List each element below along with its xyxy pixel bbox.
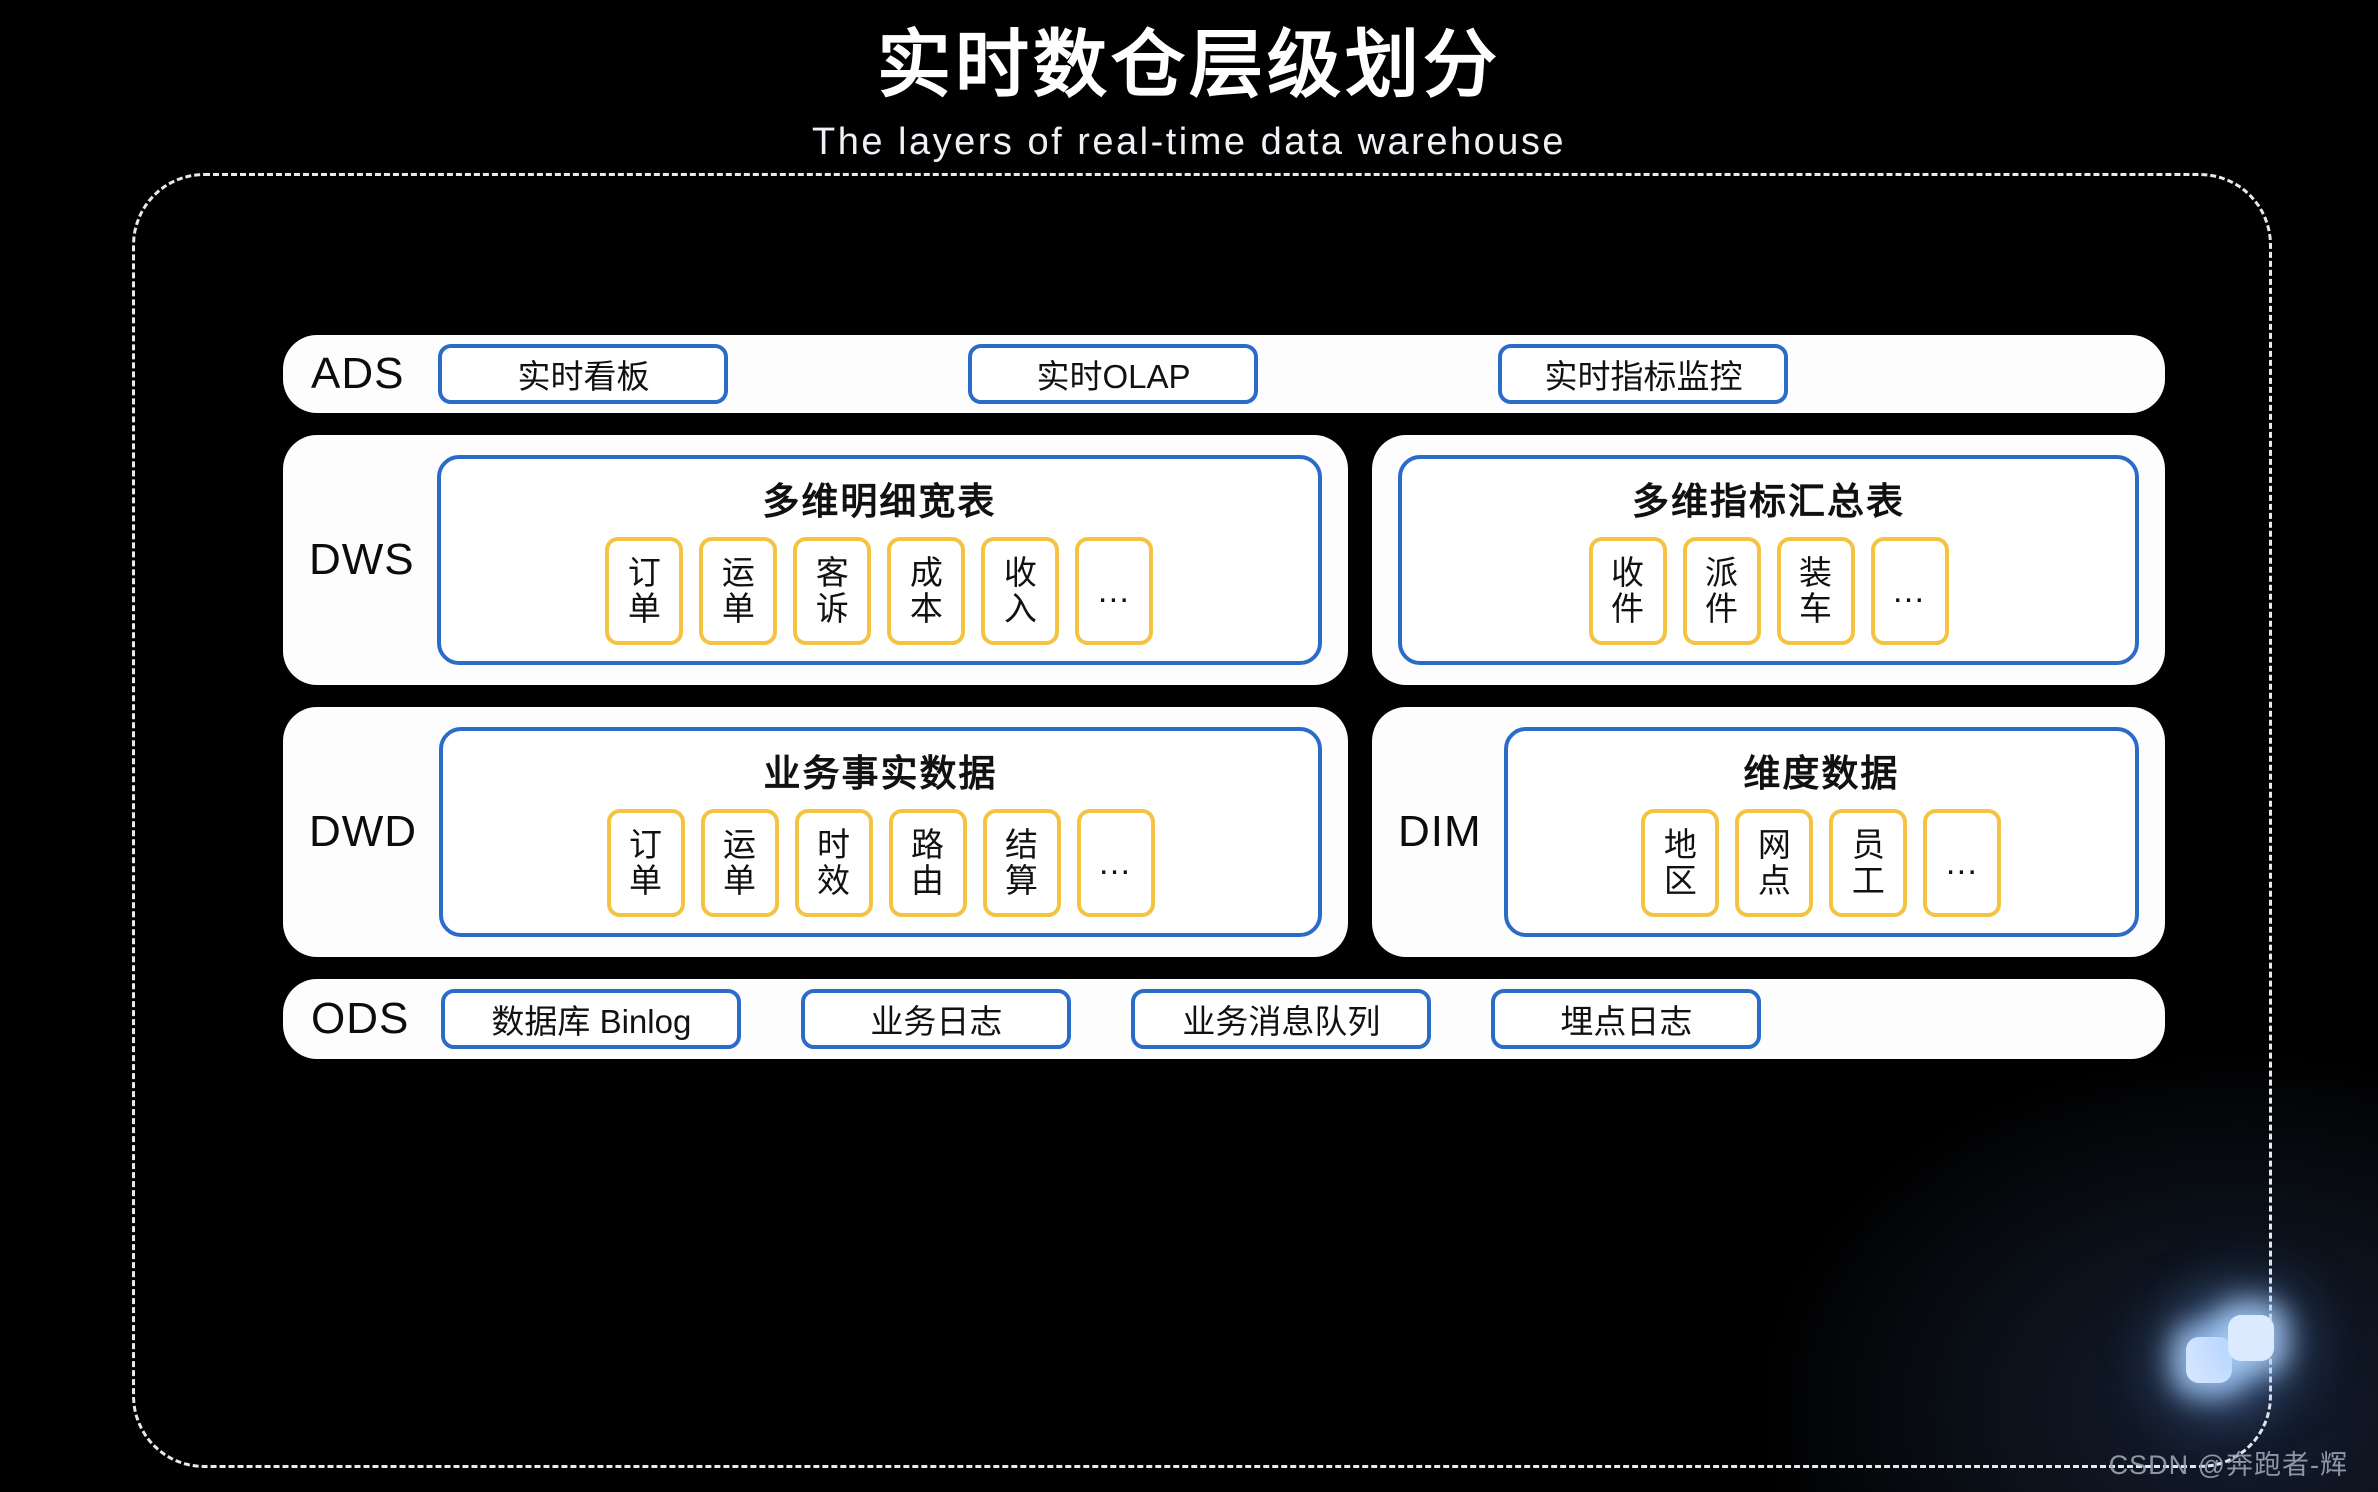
watermark: CSDN @奔跑者-辉	[2108, 1450, 2348, 1480]
dwd-panel: DWD 业务事实数据 订单运单时效路由结算…	[283, 707, 1348, 957]
ads-chip-0[interactable]: 实时看板	[438, 344, 729, 404]
ods-chip-3[interactable]: 埋点日志	[1491, 989, 1762, 1049]
layer-row-dws: DWS 多维明细宽表 订单运单客诉成本收入… 多维指标汇总表 收件派件装车…	[283, 435, 2165, 685]
dwd-tile-fact-4[interactable]: 结算	[982, 809, 1061, 917]
dws-tile-summary-0[interactable]: 收件	[1588, 537, 1667, 645]
dim-group-dimension-tiles: 地区网点员工…	[1641, 809, 2002, 917]
ods-chip-row: 数据库 Binlog 业务日志业务消息队列埋点日志	[409, 989, 2137, 1049]
header: 实时数仓层级划分 The layers of real-time data wa…	[0, 0, 2378, 164]
dim-tile-dimension-1[interactable]: 网点	[1735, 809, 1814, 917]
dwd-group-fact-tiles: 订单运单时效路由结算…	[606, 809, 1155, 917]
dws-panel-left: DWS 多维明细宽表 订单运单客诉成本收入…	[283, 435, 1348, 685]
dwd-group-fact: 业务事实数据 订单运单时效路由结算…	[439, 727, 1322, 937]
dws-group-detail-title: 多维明细宽表	[762, 481, 997, 522]
dwd-group-fact-title: 业务事实数据	[763, 753, 998, 794]
ods-chip-1[interactable]: 业务日志	[801, 989, 1072, 1049]
dwd-tile-fact-0[interactable]: 订单	[606, 809, 685, 917]
dim-tile-dimension-0[interactable]: 地区	[1641, 809, 1720, 917]
dws-tile-detail-3[interactable]: 成本	[887, 537, 966, 645]
dws-tile-detail-5[interactable]: …	[1075, 537, 1154, 645]
dws-group-summary-title: 多维指标汇总表	[1632, 481, 1905, 522]
dws-group-detail: 多维明细宽表 订单运单客诉成本收入…	[436, 455, 1322, 665]
layer-row-dwd-dim: DWD 业务事实数据 订单运单时效路由结算… DIM 维度数据 地区网点员工…	[283, 707, 2165, 957]
dim-group-dimension: 维度数据 地区网点员工…	[1503, 727, 2139, 937]
ods-chip-0[interactable]: 数据库 Binlog	[441, 989, 742, 1049]
dws-tile-summary-3[interactable]: …	[1870, 537, 1949, 645]
dws-tile-summary-2[interactable]: 装车	[1776, 537, 1855, 645]
dws-group-summary-tiles: 收件派件装车…	[1588, 537, 1949, 645]
dwd-tile-fact-3[interactable]: 路由	[888, 809, 967, 917]
dws-tile-summary-1[interactable]: 派件	[1682, 537, 1761, 645]
layer-label-dws: DWS	[309, 535, 415, 584]
dws-group-detail-tiles: 订单运单客诉成本收入…	[605, 537, 1154, 645]
dws-tile-detail-2[interactable]: 客诉	[793, 537, 872, 645]
dim-panel: DIM 维度数据 地区网点员工…	[1372, 707, 2165, 957]
dim-tile-dimension-3[interactable]: …	[1923, 809, 2002, 917]
dim-tile-dimension-2[interactable]: 员工	[1829, 809, 1908, 917]
layer-label-ods: ODS	[311, 994, 410, 1043]
dim-group-dimension-title: 维度数据	[1743, 753, 1900, 794]
dws-tile-detail-4[interactable]: 收入	[981, 537, 1060, 645]
ods-chip-2[interactable]: 业务消息队列	[1131, 989, 1432, 1049]
dashed-outline	[132, 173, 2272, 1468]
dwd-tile-fact-2[interactable]: 时效	[794, 809, 873, 917]
dwd-tile-fact-1[interactable]: 运单	[700, 809, 779, 917]
dwd-tile-fact-5[interactable]: …	[1076, 809, 1155, 917]
ads-chip-2[interactable]: 实时指标监控	[1498, 344, 1789, 404]
layer-label-dim: DIM	[1398, 807, 1482, 856]
dws-group-summary: 多维指标汇总表 收件派件装车…	[1398, 455, 2139, 665]
page-title: 实时数仓层级划分	[877, 23, 1501, 106]
dws-panel-right: 多维指标汇总表 收件派件装车…	[1372, 435, 2165, 685]
layer-row-ads: ADS 实时看板 实时OLAP 实时指标监控	[283, 335, 2165, 413]
page-subtitle: The layers of real-time data warehouse	[812, 120, 1566, 163]
layer-label-dwd: DWD	[309, 807, 418, 856]
ads-chip-row: 实时看板 实时OLAP 实时指标监控	[404, 344, 2137, 404]
layer-label-ads: ADS	[311, 349, 405, 398]
ads-chip-1[interactable]: 实时OLAP	[968, 344, 1259, 404]
dws-tile-detail-0[interactable]: 订单	[605, 537, 684, 645]
dws-tile-detail-1[interactable]: 运单	[699, 537, 778, 645]
layer-row-ods: ODS 数据库 Binlog 业务日志业务消息队列埋点日志	[283, 979, 2165, 1059]
